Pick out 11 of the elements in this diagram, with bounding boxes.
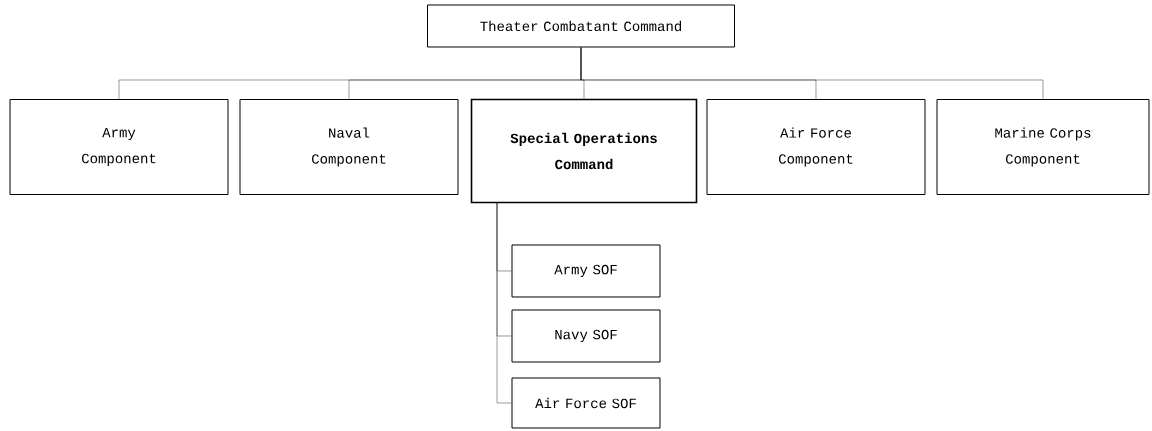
org-box: Naval Component xyxy=(239,99,459,195)
org-box: Marine Corps Component xyxy=(936,99,1150,195)
org-box: Air Force SOF xyxy=(511,377,661,429)
connector-line xyxy=(580,47,1044,100)
org-box: Army SOF xyxy=(511,244,661,298)
org-box: Air Force Component xyxy=(706,99,926,195)
org-box: Special Operations Command xyxy=(470,98,698,204)
org-box: Navy SOF xyxy=(511,309,661,363)
org-box: Army Component xyxy=(9,99,229,195)
connector-line xyxy=(496,202,512,404)
org-box: Theater Combatant Command xyxy=(427,4,735,48)
